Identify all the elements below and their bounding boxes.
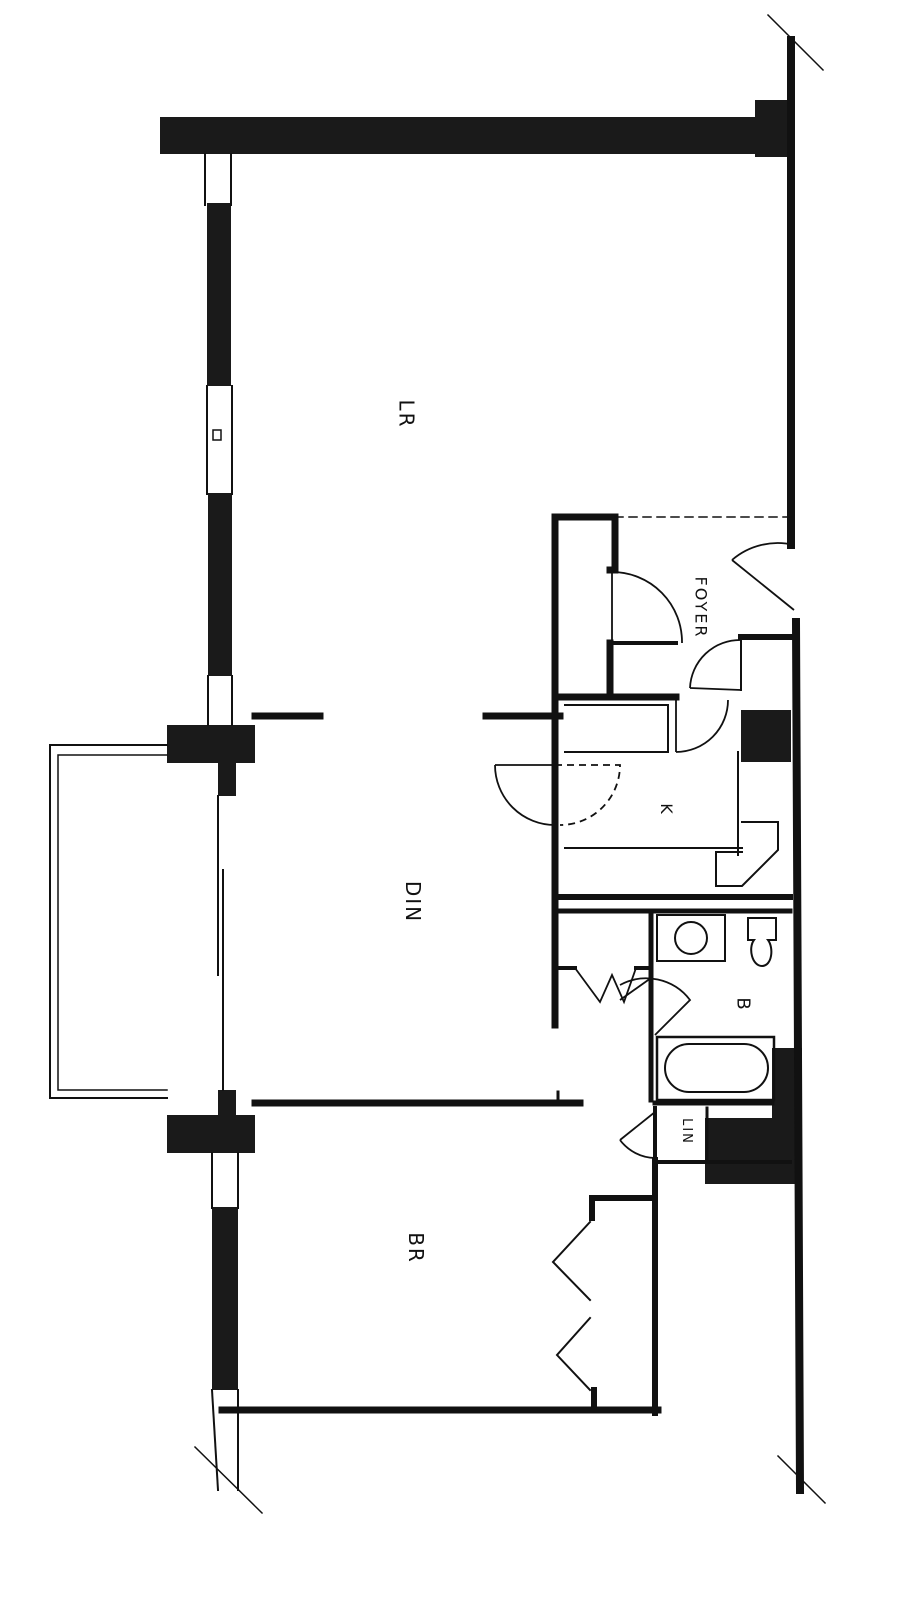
window-frame-e1 xyxy=(210,1388,220,1492)
dining-swing-door-arc-2 xyxy=(555,764,621,826)
wall-top-right-pier xyxy=(755,100,791,157)
linen-door-arc xyxy=(619,1139,656,1159)
room-label-living: LR xyxy=(394,399,419,429)
foyer-small-door-arc xyxy=(689,639,742,689)
room-label-dining: DIN xyxy=(401,880,426,924)
kitchen-door-arc xyxy=(675,699,729,753)
window-mark xyxy=(212,429,222,441)
door-swings xyxy=(494,542,795,1159)
break-mark-top xyxy=(766,13,825,72)
bath-sink-counter xyxy=(656,914,726,962)
linen-door-leaf xyxy=(619,1111,656,1141)
break-mark-left xyxy=(193,1445,264,1515)
wall-left-pier-1 xyxy=(207,203,231,386)
br-closet-door-1 xyxy=(551,1220,592,1302)
foyer-small-door-leaf xyxy=(689,687,742,691)
bath-tub-inner xyxy=(664,1043,769,1093)
kitchen-range xyxy=(715,821,779,887)
room-label-kitchen: K xyxy=(656,803,676,816)
wall-closet-outer xyxy=(551,513,619,1029)
wall-right-lower xyxy=(791,617,805,1495)
room-label-bedroom: BR xyxy=(403,1232,428,1264)
bath-door-leaf xyxy=(619,977,652,1001)
room-label-linen: LIN xyxy=(678,1118,694,1145)
dining-swing-door-arc-1 xyxy=(494,764,556,826)
bath-tub-outer xyxy=(655,1035,776,1102)
entry-door-arc xyxy=(731,542,795,561)
wall-column-mid-lower-stub xyxy=(218,1090,236,1118)
br-closet-door-2 xyxy=(555,1316,592,1392)
room-label-bath: B xyxy=(732,997,754,1012)
walls-lines xyxy=(49,13,827,1515)
wall-column-mid-upper-stub xyxy=(218,763,236,796)
wall-kitchen-pier xyxy=(741,710,791,762)
wall-bath-chase-lower xyxy=(705,1118,800,1184)
walls-solid xyxy=(160,100,802,1390)
hall-closet-bifold xyxy=(574,967,637,1005)
wall-top xyxy=(160,117,790,154)
balcony-inner xyxy=(57,754,168,1091)
wall-left-pier-3 xyxy=(212,1207,238,1390)
bath-door-arc xyxy=(619,977,692,1036)
break-mark-bottom xyxy=(776,1454,827,1505)
wall-column-mid-lower xyxy=(167,1115,255,1153)
br-closet-wall xyxy=(589,1195,658,1221)
kitchen-counter-top xyxy=(564,704,669,753)
wall-column-mid-upper xyxy=(167,725,255,763)
bath-sink xyxy=(674,921,708,955)
foyer-closet-door-arc xyxy=(611,571,683,644)
entry-door-leaf xyxy=(731,559,795,611)
room-label-foyer: FOYER xyxy=(691,576,711,639)
bath-toilet xyxy=(747,917,777,968)
wall-left-pier-2 xyxy=(208,493,232,676)
balcony-outer xyxy=(49,744,168,1099)
